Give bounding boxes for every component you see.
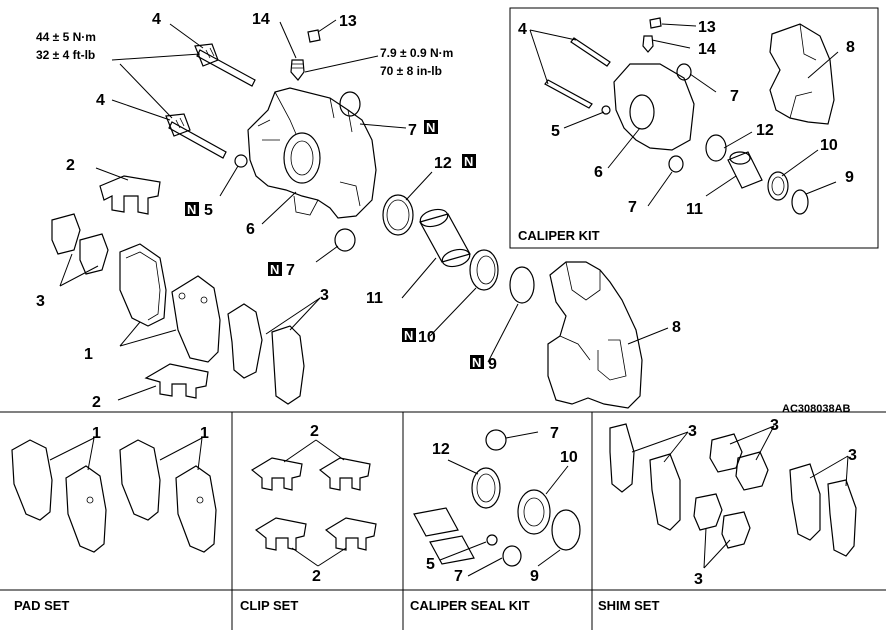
n-tag-10-letter: N [404,328,413,343]
diagram-code: AC308038AB [782,403,851,415]
caliper-support [547,261,643,409]
shim-set-callout-3-d: 3 [694,571,703,588]
shim-set-callout-3-c: 3 [848,447,857,464]
piston [419,208,471,268]
callout-3-left: 3 [36,293,45,310]
kit-callout-7-upper: 7 [730,88,739,105]
clip-lower [144,363,209,399]
seal-kit-callout-7-lower: 7 [454,568,463,585]
n-tag-12-letter: N [464,154,473,169]
callout-2-lower: 2 [92,394,101,411]
piston-boot [469,249,499,291]
callout-7-upper: 7 [408,122,417,139]
pad-set-callout-1-left: 1 [92,425,101,442]
clip-set-callout-2-upper: 2 [310,423,319,440]
pad-set-label: PAD SET [14,598,69,613]
kit-callout-5: 5 [551,123,560,140]
n-tag-7-upper-letter: N [426,120,435,135]
n-tag-5-letter: N [187,202,196,217]
kit-callout-13: 13 [698,19,716,36]
guide-pin-lower [165,113,227,159]
kit-callout-6: 6 [594,164,603,181]
kit-callout-7-lower: 7 [628,199,637,216]
guide-pin-upper [194,43,256,87]
callout-3-right: 3 [320,287,329,304]
seal-kit-callout-9: 9 [530,568,539,585]
brake-pad-inner [119,243,167,327]
n-tag-5 [185,202,199,216]
shim-set-callout-3-a: 3 [688,423,697,440]
shim-set-callout-3-b: 3 [770,417,779,434]
torque-guide-pin-imperial: 32 ± 4 ft-lb [36,48,95,62]
n-tag-12 [462,154,476,168]
boot-upper [339,91,361,117]
kit-callout-11: 11 [686,201,703,218]
shim-right [227,303,305,405]
kit-callout-14: 14 [698,41,716,58]
kit-parts [544,17,835,215]
bleeder-screw [290,59,305,81]
torque-bleeder-metric: 7.9 ± 0.9 N·m [380,46,453,60]
clip-upper [99,175,161,215]
callout-13: 13 [339,13,357,30]
seal-kit-callout-7-upper: 7 [550,425,559,442]
clip-set-callout-2-lower: 2 [312,568,321,585]
callout-14: 14 [252,11,270,28]
caliper-kit-label: CALIPER KIT [518,228,600,243]
piston-seal [382,194,414,236]
n-tag-7-lower [268,262,282,276]
n-tag-7-lower-letter: N [270,262,279,277]
kit-callout-10: 10 [820,137,838,154]
pad-set-parts [11,437,217,553]
callout-5: 5 [204,202,213,219]
callout-7-lower: 7 [286,262,295,279]
torque-bleeder-imperial: 70 ± 8 in-lb [380,64,442,78]
main-leader-lines [59,19,669,401]
kit-callout-4: 4 [518,21,527,38]
callout-9: 9 [488,356,497,373]
callout-10: 10 [418,329,436,346]
callout-8: 8 [672,319,681,336]
seal-kit-parts [413,429,581,577]
shim-left [51,213,109,275]
seal-kit-callout-12: 12 [432,441,450,458]
kit-callout-8: 8 [846,39,855,56]
boot-ring [509,266,535,304]
shim-set-label: SHIM SET [598,598,659,613]
brake-pad-outer [171,275,221,363]
callout-6: 6 [246,221,255,238]
n-tag-9 [470,355,484,369]
boot-lower [334,228,356,252]
callout-11: 11 [366,290,383,307]
seal-kit-callout-10: 10 [560,449,578,466]
bleeder-cap [307,29,321,43]
caliper-kit-frame [509,7,879,249]
caliper-body [247,87,377,219]
pad-set-callout-1-right: 1 [200,425,209,442]
callout-1: 1 [84,346,93,363]
n-tag-7-upper [424,120,438,134]
torque-guide-pin-metric: 44 ± 5 N·m [36,30,96,44]
seal-kit-callout-5: 5 [426,556,435,573]
caliper-seal-kit-label: CALIPER SEAL KIT [410,598,530,613]
kit-leader-lines [529,23,839,207]
callout-2-upper: 2 [66,157,75,174]
callout-12: 12 [434,155,452,172]
callout-4-upper: 4 [152,11,161,28]
shim-set-parts [609,423,857,569]
clip-set-parts [250,439,377,567]
bushing [234,154,248,168]
kit-callout-9: 9 [845,169,854,186]
n-tag-9-letter: N [472,355,481,370]
callout-4-lower: 4 [96,92,105,109]
kit-callout-12: 12 [756,122,774,139]
n-tag-10 [402,328,416,342]
clip-set-label: CLIP SET [240,598,298,613]
